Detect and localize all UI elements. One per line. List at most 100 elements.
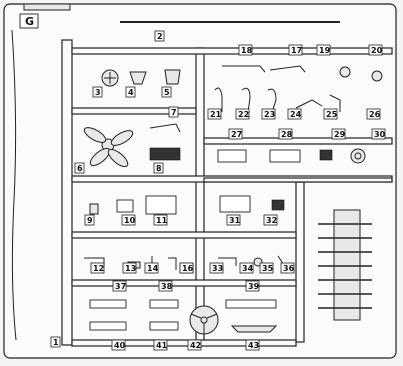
part-number-32: 32 [266,216,277,225]
part-number-box [228,128,243,140]
part-number-7: 7 [171,108,177,117]
part-number-box [74,162,85,174]
part-number-box [144,262,159,274]
part-number-19: 19 [319,46,331,55]
part-number-box [238,44,253,56]
part-number-box [331,128,346,140]
pin-part-2 [168,257,177,270]
part-number-box [84,214,95,226]
plate-part-3 [230,325,278,333]
part-number-box [261,108,276,120]
rail-h3 [203,137,393,145]
lever-part [149,123,181,133]
part-number-box [168,106,179,118]
part-number-box [259,262,274,274]
knob-part-2 [371,70,383,82]
part-number-23: 23 [264,110,275,119]
rail-h1 [71,47,393,55]
rail-h7 [71,339,297,347]
part-number-box [153,339,168,351]
part-number-box [207,108,222,120]
rail-h5 [71,231,297,239]
part-number-6: 6 [77,164,83,173]
hook-part-2 [241,87,251,113]
steering-wheel-part [189,305,219,335]
part-number-box [158,280,173,292]
part-number-35: 35 [262,264,274,273]
bracket-part [129,71,147,85]
part-number-box [112,280,127,292]
fan-part [83,127,134,168]
part-number-box [226,214,241,226]
part-number-13: 13 [125,264,136,273]
part-number-39: 39 [248,282,260,291]
sprue-letter-box [19,13,39,29]
part-number-box [209,262,224,274]
part-number-38: 38 [161,282,173,291]
part-number-21: 21 [210,110,222,119]
block-part [319,149,333,161]
part-number-box [161,86,172,98]
part-number-16: 16 [182,264,194,273]
part-number-box [278,128,293,140]
part-number-8: 8 [156,164,162,173]
small-part [89,203,99,215]
vertical-rail-left [61,39,73,346]
hook-part-4 [329,94,341,112]
bar-part [295,99,323,109]
part-number-box [245,339,260,351]
part-number-37: 37 [115,282,126,291]
part-number-36: 36 [283,264,295,273]
part-number-box [50,336,61,348]
part-number-43: 43 [248,341,259,350]
bar-part-2 [89,299,127,309]
part-number-11: 11 [156,216,168,225]
hook-part-3 [267,88,277,113]
plate-part-2 [269,149,301,163]
part-number-20: 20 [371,46,383,55]
part-number-box [121,214,136,226]
hook-part [214,87,223,112]
part-number-box [111,339,126,351]
part-number-31: 31 [229,216,241,225]
part-number-box [90,262,105,274]
part-number-box [122,262,137,274]
part-number-22: 22 [238,110,249,119]
part-number-box [288,44,303,56]
part-number-box [235,108,250,120]
part-number-26: 26 [369,110,381,119]
panel-part [145,195,177,215]
part-number-40: 40 [114,341,126,350]
plate-part [217,149,247,163]
bar-part-5 [89,321,127,331]
part-number-box [154,30,165,42]
part-number-4: 4 [128,88,134,97]
part-number-box [153,162,164,174]
part-number-33: 33 [212,264,223,273]
part-number-box [239,262,254,274]
part-number-42: 42 [190,341,201,350]
part-number-17: 17 [291,46,302,55]
part-number-30: 30 [374,130,386,139]
part-number-5: 5 [164,88,170,97]
part-number-box [125,86,136,98]
part-number-box [187,339,202,351]
sprue-letter: G [25,15,34,28]
part-number-box [368,44,383,56]
part-number-29: 29 [334,130,346,139]
part-number-25: 25 [326,110,338,119]
part-number-10: 10 [124,216,136,225]
part-number-box [280,262,295,274]
part-number-27: 27 [231,130,242,139]
block-part-2 [271,199,285,211]
part-number-12: 12 [93,264,104,273]
handle-part-2 [269,65,306,73]
part-number-28: 28 [281,130,293,139]
frame-tab [23,3,71,11]
part-number-box [323,108,338,120]
part-number-24: 24 [290,110,302,119]
box-part [116,199,134,213]
bar-part-3 [149,299,179,309]
